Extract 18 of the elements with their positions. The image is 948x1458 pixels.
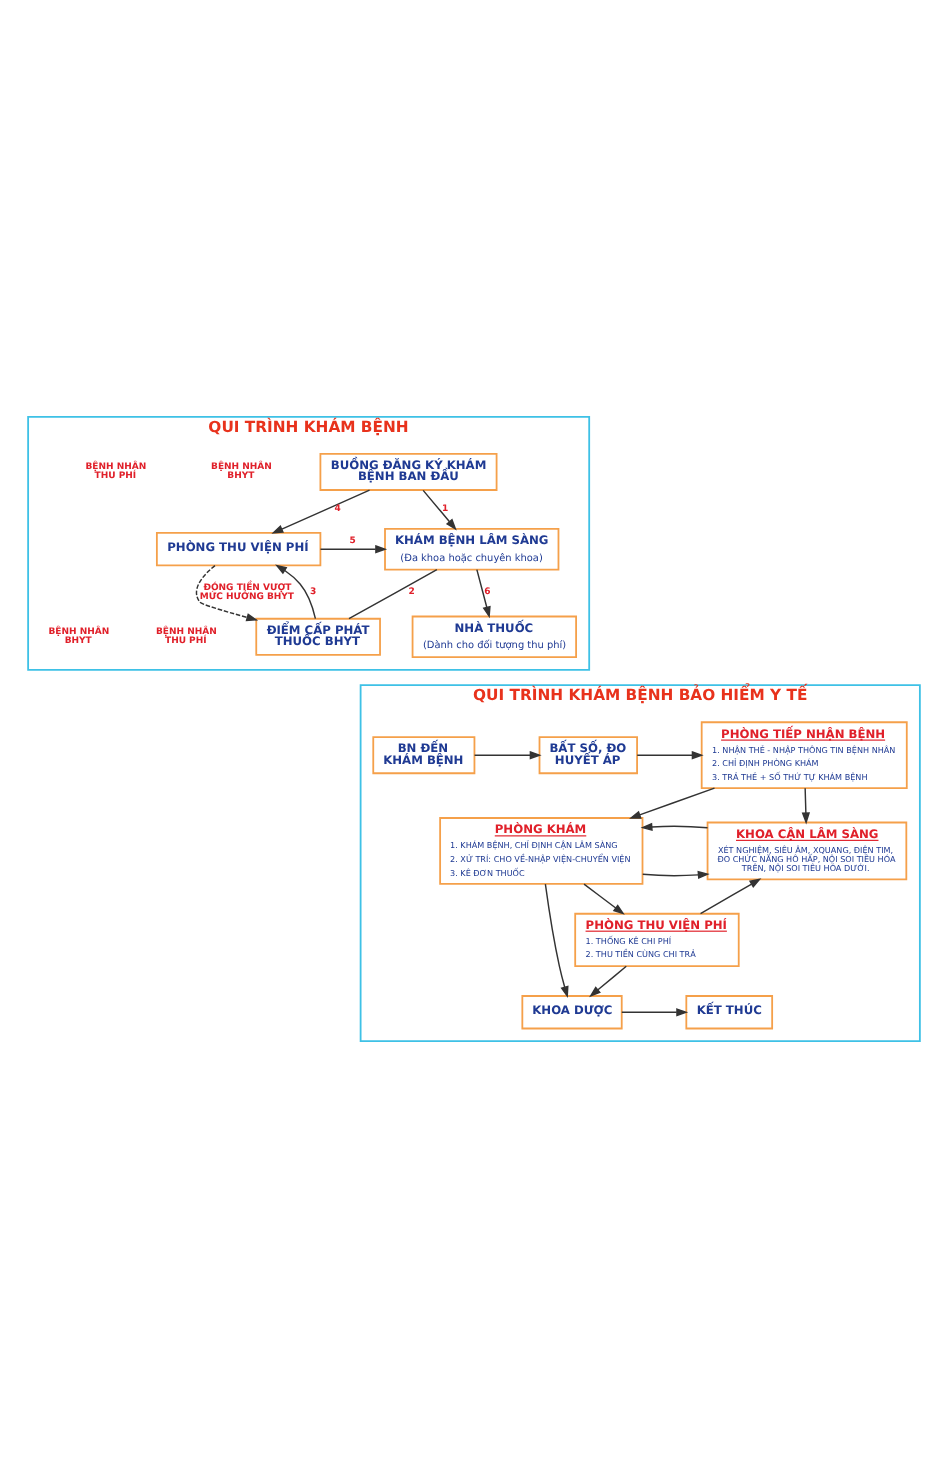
arrow bbox=[589, 965, 627, 998]
arrow bbox=[195, 564, 259, 622]
arrow bbox=[473, 751, 542, 760]
arrow bbox=[271, 489, 371, 534]
arrow bbox=[319, 545, 388, 554]
arrow bbox=[801, 787, 811, 825]
arrow bbox=[642, 870, 710, 880]
arrow bbox=[583, 883, 625, 915]
arrow bbox=[422, 489, 457, 531]
arrow bbox=[640, 822, 709, 832]
arrow bbox=[275, 564, 317, 620]
arrow bbox=[476, 568, 491, 619]
arrow bbox=[621, 1008, 689, 1017]
arrow bbox=[699, 878, 762, 915]
connector bbox=[348, 568, 438, 620]
arrow bbox=[636, 751, 704, 760]
arrow bbox=[629, 787, 716, 819]
arrow bbox=[544, 883, 569, 999]
